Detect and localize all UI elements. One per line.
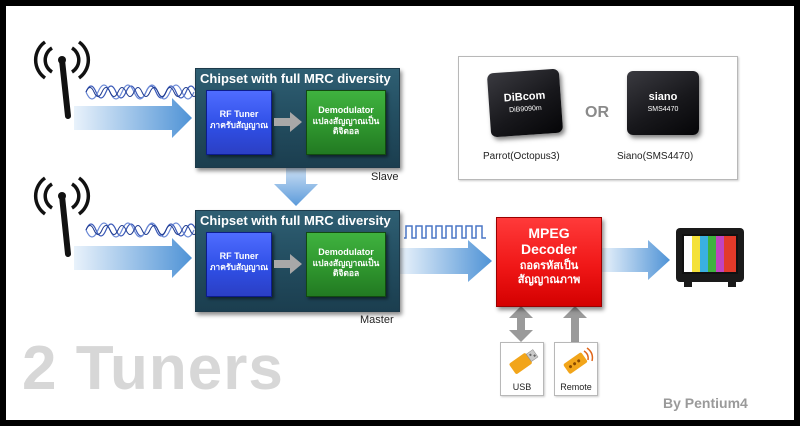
remote-label: Remote — [560, 382, 592, 392]
tv-icon — [676, 228, 744, 287]
usb-icon — [509, 349, 539, 374]
arrow-right-icon — [74, 238, 192, 278]
usb-label: USB — [512, 382, 532, 392]
master-chipset: Chipset with full MRC diversity RF Tuner… — [195, 210, 400, 312]
decoder-line: ถอดรหัสเป็น — [519, 260, 579, 272]
rf-tuner-sub: ภาครับสัญญาณ — [209, 262, 269, 272]
rf-tuner-title: RF Tuner — [219, 251, 259, 261]
chip-caption: Parrot(Octopus3) — [483, 151, 560, 162]
slave-chipset: Chipset with full MRC diversity RF Tuner… — [195, 68, 400, 168]
digital-signal-icon — [404, 225, 486, 239]
signal-wave-icon — [85, 84, 199, 100]
demodulator-sub: ดิจิตอล — [332, 268, 360, 278]
antenna-icon — [33, 176, 91, 257]
chip-title: Chipset with full MRC diversity — [200, 213, 391, 228]
decoder-line: สัญญาณภาพ — [517, 274, 581, 286]
demodulator-sub: แปลงสัญญาณเป็น — [312, 258, 380, 268]
arrow-right-icon — [274, 112, 302, 132]
chip-brand: DiBcom — [503, 89, 546, 105]
rf-tuner-block: RF Tuner ภาครับสัญญาณ — [206, 90, 272, 155]
signal-wave-icon — [85, 222, 199, 238]
author-credit: By Pentium4 — [663, 395, 748, 411]
arrow-right-icon — [602, 240, 670, 280]
arrow-right-icon — [274, 254, 302, 274]
siano-chip-image: siano SMS4470 — [627, 71, 699, 135]
rf-tuner-sub: ภาครับสัญญาณ — [209, 120, 269, 130]
demodulator-title: Demodulator — [318, 247, 374, 257]
page-title: 2 Tuners — [22, 334, 284, 403]
rf-tuner-title: RF Tuner — [219, 109, 259, 119]
demodulator-block: Demodulator แปลงสัญญาณเป็น ดิจิตอล — [306, 232, 386, 297]
arrow-right-icon — [74, 98, 192, 138]
decoder-line: Decoder — [520, 241, 578, 257]
remote-device: Remote — [554, 342, 598, 396]
or-label: OR — [585, 104, 609, 121]
remote-icon — [563, 347, 594, 374]
chip-options-panel: DiBcom DiB9090m Parrot(Octopus3) siano S… — [458, 56, 738, 180]
bidirectional-arrow-icon — [509, 306, 533, 342]
arrow-down-icon — [274, 164, 318, 206]
demodulator-block: Demodulator แปลงสัญญาณเป็น ดิจิตอล — [306, 90, 386, 155]
slave-label: Slave — [371, 171, 399, 183]
master-label: Master — [360, 314, 394, 326]
rf-tuner-block: RF Tuner ภาครับสัญญาณ — [206, 232, 272, 297]
chip-title: Chipset with full MRC diversity — [200, 71, 391, 86]
dibcom-chip-image: DiBcom DiB9090m — [486, 68, 564, 138]
chip-part: SMS4470 — [647, 106, 679, 113]
arrow-up-icon — [563, 306, 587, 342]
chip-part: DiB9090m — [508, 104, 543, 115]
usb-device: USB — [500, 342, 544, 396]
mpeg-decoder-block: MPEG Decoder ถอดรหัสเป็น สัญญาณภาพ — [496, 217, 602, 307]
chip-brand: siano — [648, 91, 678, 103]
arrow-right-icon — [400, 240, 492, 282]
chip-caption: Siano(SMS4470) — [617, 151, 694, 162]
demodulator-sub: ดิจิตอล — [332, 126, 360, 136]
antenna-icon — [33, 40, 91, 119]
decoder-line: MPEG — [528, 225, 570, 241]
demodulator-sub: แปลงสัญญาณเป็น — [312, 116, 380, 126]
demodulator-title: Demodulator — [318, 105, 374, 115]
